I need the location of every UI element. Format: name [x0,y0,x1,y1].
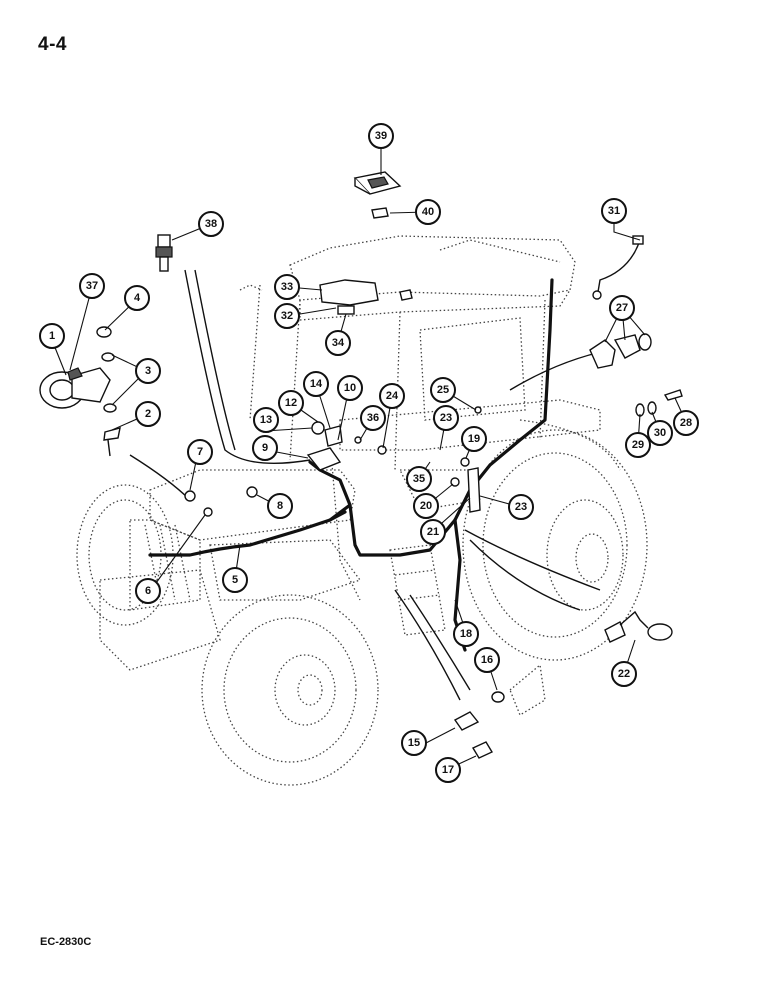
svg-text:2: 2 [145,408,151,420]
tractor-outline [76,235,648,786]
svg-text:17: 17 [442,764,454,776]
svg-text:22: 22 [618,668,630,680]
callout-16: 16 [474,647,500,673]
callout-28: 28 [673,410,699,436]
svg-text:36: 36 [367,412,379,424]
callout-3: 3 [135,358,161,384]
svg-text:4: 4 [134,292,141,304]
svg-text:30: 30 [654,427,666,439]
svg-text:1: 1 [49,330,55,342]
svg-text:19: 19 [468,433,480,445]
callout-7: 7 [187,439,213,465]
svg-text:23: 23 [515,501,527,513]
callout-4: 4 [124,285,150,311]
switch-27-part [589,333,652,369]
callout-27: 27 [609,295,635,321]
callout-18: 18 [453,621,479,647]
callout-10: 10 [337,375,363,401]
sender-38-part [155,234,173,272]
callout-8: 8 [267,493,293,519]
callout-32: 32 [274,303,300,329]
callout-9: 9 [252,435,278,461]
svg-text:9: 9 [262,442,268,454]
callout-13: 13 [253,407,279,433]
svg-text:35: 35 [413,473,425,485]
svg-text:10: 10 [344,382,356,394]
svg-text:14: 14 [310,378,323,390]
callout-37: 37 [79,273,105,299]
svg-text:7: 7 [197,446,203,458]
callout-1: 1 [39,323,65,349]
svg-text:20: 20 [420,500,432,512]
callout-36: 36 [360,405,386,431]
callout-14: 14 [303,371,329,397]
svg-text:8: 8 [277,500,283,512]
callout-40: 40 [415,199,441,225]
parts [39,171,683,759]
leader-lines [51,137,687,770]
svg-text:24: 24 [386,390,399,402]
svg-text:23: 23 [440,412,452,424]
svg-text:29: 29 [632,439,644,451]
svg-text:3: 3 [145,365,151,377]
svg-text:31: 31 [608,205,620,217]
callout-2: 2 [135,401,161,427]
callout-21: 21 [420,519,446,545]
callout-20: 20 [413,493,439,519]
callout-29: 29 [625,432,651,458]
svg-text:21: 21 [427,526,439,538]
svg-text:40: 40 [422,206,434,218]
svg-text:13: 13 [260,414,272,426]
wiring-harness [129,269,611,701]
svg-text:6: 6 [145,585,151,597]
callout-5: 5 [222,567,248,593]
callout-34: 34 [325,330,351,356]
svg-text:18: 18 [460,628,472,640]
svg-text:16: 16 [481,654,493,666]
svg-text:15: 15 [408,737,420,749]
horn-part [39,367,111,409]
svg-text:25: 25 [437,384,449,396]
document-code: EC-2830C [40,936,92,948]
svg-text:38: 38 [205,218,217,230]
svg-text:34: 34 [332,337,345,349]
svg-text:5: 5 [232,574,238,586]
svg-text:12: 12 [285,397,297,409]
sender-22-part [604,610,673,643]
callout-12: 12 [278,390,304,416]
svg-text:27: 27 [616,302,628,314]
callouts: 1 2 3 4 5 6 7 8 9 10 12 13 14 15 16 17 1… [39,123,699,783]
callout-35: 35 [406,466,432,492]
callout-30: 30 [647,420,673,446]
callout-17: 17 [435,757,461,783]
svg-text:33: 33 [281,281,293,293]
svg-text:37: 37 [86,280,98,292]
svg-text:39: 39 [375,130,387,142]
lamp-39-part [353,171,402,195]
callout-31: 31 [601,198,627,224]
callout-38: 38 [198,211,224,237]
callout-6: 6 [135,578,161,604]
callout-22: 22 [611,661,637,687]
callout-33: 33 [274,274,300,300]
page-number: 4-4 [38,34,67,55]
callout-23-lower: 23 [508,494,534,520]
callout-25: 25 [430,377,456,403]
svg-text:28: 28 [680,417,692,429]
svg-text:32: 32 [281,310,293,322]
callout-19: 19 [461,426,487,452]
callout-15: 15 [401,730,427,756]
callout-23-upper: 23 [433,405,459,431]
callout-24: 24 [379,383,405,409]
callout-39: 39 [368,123,394,149]
